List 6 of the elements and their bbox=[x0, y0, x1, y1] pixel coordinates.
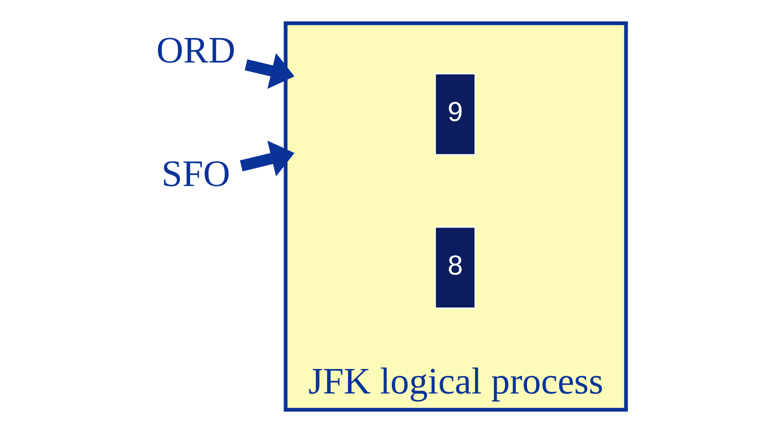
node-text: ORD bbox=[156, 30, 235, 72]
node-text: SFO bbox=[161, 154, 230, 195]
arrow bbox=[239, 140, 294, 176]
node-box: 8 bbox=[434, 226, 476, 309]
arrow bbox=[244, 52, 294, 89]
node-box: 9 bbox=[434, 73, 476, 156]
